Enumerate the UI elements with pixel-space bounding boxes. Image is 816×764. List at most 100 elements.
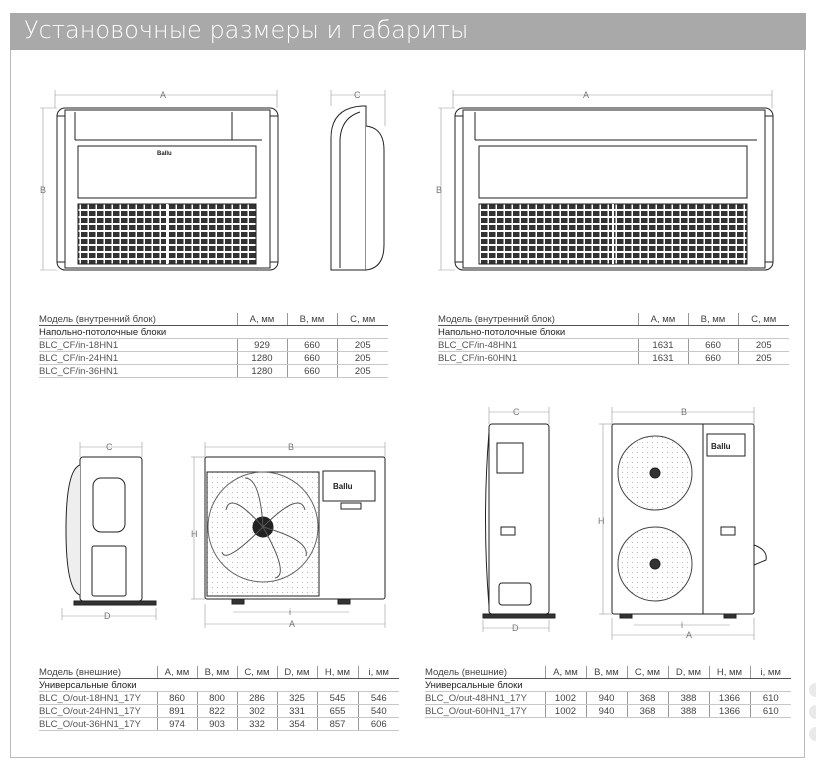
cell: BLC_CF/in-48HN1 [438, 338, 638, 352]
cell: 660 [286, 338, 337, 352]
outdoor-unit-side-large [482, 423, 556, 619]
cell: 857 [316, 717, 358, 731]
dim-label-i2: i [681, 620, 683, 630]
col-i: i, мм [749, 666, 791, 679]
cell: 929 [236, 338, 287, 352]
cell: 1366 [708, 704, 750, 718]
col-h: H, мм [316, 666, 358, 679]
col-model: Модель (внутренний блок) [438, 313, 638, 326]
group-label: Универсальные блоки [39, 678, 399, 692]
cell: 302 [236, 704, 277, 718]
dim-label-d1: D [104, 611, 111, 621]
dim-label-d2: D [512, 623, 519, 633]
table-header-row: Модель (внешние) A, мм B, мм C, мм D, мм… [425, 666, 791, 679]
cell: 1366 [708, 691, 750, 705]
col-d: D, мм [276, 666, 317, 679]
cell: 610 [749, 704, 791, 718]
cell: 940 [585, 704, 627, 718]
cell: BLC_O/out-48HN1_17Y [425, 691, 545, 705]
decor-circle [809, 683, 816, 697]
cell: 940 [585, 691, 627, 705]
col-model: Модель (внешние) [39, 666, 157, 679]
table-indoor-small: Модель (внутренний блок) A, мм B, мм C, … [39, 313, 388, 378]
cell: 660 [286, 364, 337, 378]
cell: 606 [357, 717, 399, 731]
col-a: A, мм [544, 666, 586, 679]
dim-label-b3: B [288, 442, 294, 452]
section-header: Установочные размеры и габариты [10, 13, 806, 50]
content-frame [10, 50, 805, 758]
dimension-lines-4 [61, 442, 157, 620]
cell: 205 [336, 351, 388, 365]
cell: 1002 [544, 691, 586, 705]
group-row: Универсальные блоки [39, 678, 399, 692]
dimension-lines-6 [482, 407, 550, 632]
cell: BLC_O/out-18HN1_17Y [39, 691, 157, 705]
cell: 331 [276, 704, 317, 718]
group-label: Напольно-потолочные блоки [39, 325, 388, 339]
col-b: B, мм [687, 313, 738, 326]
cell: 822 [196, 704, 237, 718]
cell: 660 [286, 351, 337, 365]
group-row: Напольно-потолочные блоки [39, 325, 388, 339]
cell: 1280 [236, 351, 287, 365]
cell: 800 [196, 691, 237, 705]
cell: BLC_O/out-60HN1_17Y [425, 704, 545, 718]
cell: 368 [626, 704, 668, 718]
cell: 388 [667, 691, 709, 705]
dim-label-i1: i [289, 607, 291, 617]
cell: 545 [316, 691, 358, 705]
col-b: B, мм [196, 666, 237, 679]
col-i: i, мм [357, 666, 399, 679]
cell: 610 [749, 691, 791, 705]
dim-label-c3: C [513, 407, 520, 417]
indoor-unit-front-small [56, 107, 279, 271]
group-label: Универсальные блоки [425, 678, 791, 692]
cell: 368 [626, 691, 668, 705]
cell: 388 [667, 704, 709, 718]
outdoor-unit-front-large [611, 423, 767, 619]
dimension-lines-3 [438, 90, 773, 271]
cell: 332 [236, 717, 277, 731]
col-c: C, мм [336, 313, 388, 326]
dim-label-b1: B [40, 185, 46, 195]
dim-label-h1: H [191, 529, 198, 539]
cell: BLC_O/out-24HN1_17Y [39, 704, 157, 718]
cell: 860 [156, 691, 197, 705]
table-indoor-large: Модель (внутренний блок) A, мм B, мм C, … [438, 313, 789, 365]
col-b: B, мм [585, 666, 627, 679]
cell: BLC_CF/in-18HN1 [39, 338, 237, 352]
cell: BLC_CF/in-36HN1 [39, 364, 237, 378]
col-b: B, мм [286, 313, 337, 326]
cell: BLC_CF/in-24HN1 [39, 351, 237, 365]
indoor-unit-front-large [454, 107, 774, 271]
table-header-row: Модель (внешние) A, мм B, мм C, мм D, мм… [39, 666, 399, 679]
dimension-lines-2 [330, 90, 386, 126]
dimension-lines-7 [599, 407, 755, 640]
decor-circle [809, 705, 816, 719]
cell: 546 [357, 691, 399, 705]
cell: 540 [357, 704, 399, 718]
dim-label-h2: H [598, 516, 605, 526]
dim-label-a1: A [160, 90, 166, 100]
cell: 903 [196, 717, 237, 731]
cell: 205 [737, 351, 789, 365]
group-row: Напольно-потолочные блоки [438, 325, 789, 339]
cell: 891 [156, 704, 197, 718]
cell: 286 [236, 691, 277, 705]
col-model: Модель (внутренний блок) [39, 313, 237, 326]
indoor-unit-side [330, 105, 385, 271]
dim-label-b4: B [681, 407, 687, 417]
cell: BLC_CF/in-60HN1 [438, 351, 638, 365]
cell: 325 [276, 691, 317, 705]
col-a: A, мм [156, 666, 197, 679]
dim-label-a4: A [686, 630, 692, 640]
